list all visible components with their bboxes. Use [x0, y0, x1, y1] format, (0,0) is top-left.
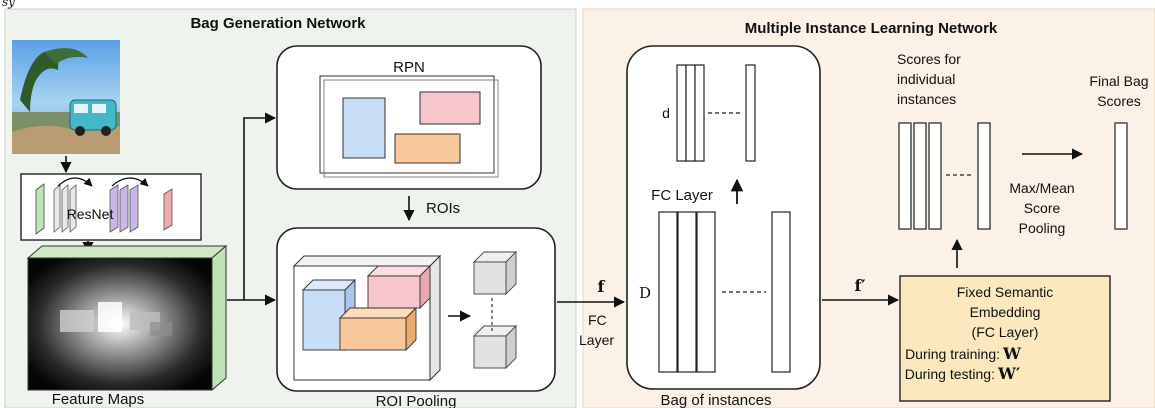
roi-pooling-label: ROI Pooling — [376, 393, 457, 408]
instance-features — [658, 211, 791, 373]
resnet-block — [20, 173, 202, 241]
d-upper-label: D — [639, 284, 651, 302]
rpn-label: RPN — [393, 59, 425, 76]
fc-layer-inner-label: FC Layer — [651, 187, 713, 204]
fixed-semantic-embedding-box — [899, 275, 1111, 402]
embedding-line4-symbol: W — [1002, 344, 1022, 363]
pooled-roi-cubes — [472, 250, 518, 370]
embedding-line2: Embedding — [970, 304, 1041, 320]
bag-of-instances-box — [626, 45, 821, 390]
rpn-proposal-blue — [342, 97, 386, 159]
pooling-line2: Score — [1024, 200, 1061, 216]
feature-maps-label: Feature Maps — [52, 391, 145, 408]
f-label: f — [598, 277, 606, 296]
roi-feature-volume — [292, 254, 442, 382]
scores-line3: instances — [897, 91, 956, 107]
fc-layer-outer-line1: FC — [588, 312, 607, 328]
pooling-line3: Pooling — [1019, 220, 1066, 236]
rpn-proposal-orange — [394, 133, 461, 164]
scores-line1: Scores for — [897, 51, 961, 67]
bag-generation-title: Bag Generation Network — [190, 15, 366, 32]
embedding-line5-text: During testing: — [905, 366, 995, 382]
top-caption-fragment: sy — [2, 0, 15, 9]
scores-line2: individual — [897, 71, 955, 87]
mil-title: Multiple Instance Learning Network — [745, 20, 998, 37]
input-image — [12, 40, 120, 154]
embedding-line1: Fixed Semantic — [957, 284, 1053, 300]
final-bag-score-bar — [1114, 122, 1128, 230]
feature-maps-cube — [26, 244, 228, 392]
embedding-line5-symbol: W′ — [997, 364, 1020, 383]
pooling-line1: Max/Mean — [1009, 180, 1074, 196]
final-scores-line1: Final Bag — [1089, 73, 1148, 89]
embedding-line3: (FC Layer) — [972, 324, 1039, 340]
projected-instances — [676, 64, 756, 162]
rpn-proposal-pink — [419, 91, 481, 125]
bag-of-instances-label: Bag of instances — [661, 392, 772, 408]
embedding-line4-text: During training: — [905, 346, 1000, 362]
fc-layer-outer-line2: Layer — [579, 332, 614, 348]
f-prime-label: f′ — [854, 276, 865, 295]
final-scores-line2: Scores — [1097, 93, 1141, 109]
d-lower-label: d — [662, 105, 670, 121]
arrow-features-to-rpn — [227, 112, 277, 301]
instance-score-bars — [898, 122, 991, 230]
rois-label: ROIs — [426, 200, 460, 217]
resnet-label: ResNet — [67, 206, 114, 222]
